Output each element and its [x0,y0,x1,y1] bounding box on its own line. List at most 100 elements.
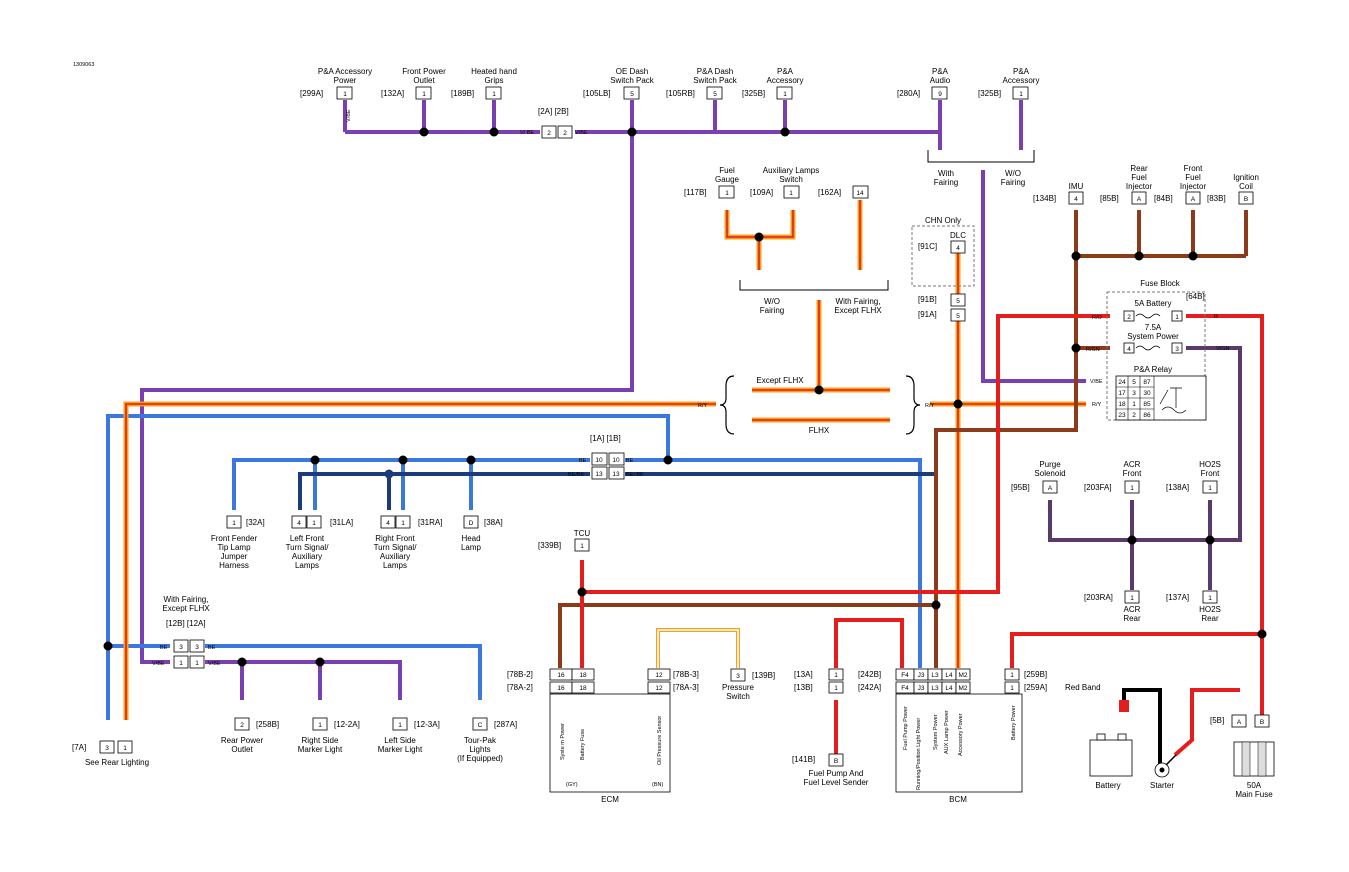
svg-text:V/BE: V/BE [152,661,165,667]
svg-text:5: 5 [956,298,960,305]
svg-text:BCM: BCM [949,795,967,804]
svg-text:Fuse Block: Fuse Block [1140,279,1181,288]
svg-text:Fuel: Fuel [719,166,735,175]
svg-text:1: 1 [580,543,584,550]
svg-text:3: 3 [195,644,199,651]
conn-fuel-gauge: Fuel Gauge [117B] 1 [684,166,740,199]
svg-text:DLC: DLC [950,231,966,240]
svg-text:[12-3A]: [12-3A] [414,720,440,729]
starter: Starter [1150,754,1177,790]
svg-text:BE: BE [626,458,634,464]
svg-text:[78A-2]: [78A-2] [507,683,533,692]
conn-ho2s-rear: [137A] 1 HO2S Rear [1166,590,1221,623]
svg-text:TCU: TCU [574,529,591,538]
svg-text:Except FLHX: Except FLHX [162,604,210,613]
svg-text:BE: BE [579,458,587,464]
svg-text:Left Front: Left Front [290,534,325,543]
svg-text:Gauge: Gauge [715,175,740,184]
svg-text:Coil: Coil [1239,182,1253,191]
wo-fairing-label: W/O [1005,169,1021,178]
svg-text:[339B]: [339B] [538,541,561,550]
svg-text:Right Side: Right Side [302,736,339,745]
svg-text:[287A]: [287A] [494,720,517,729]
svg-text:Fuel Pump And: Fuel Pump And [809,769,864,778]
svg-text:Auxiliary: Auxiliary [292,552,322,561]
svg-text:Rear: Rear [1201,614,1219,623]
svg-text:Fuel: Fuel [1131,173,1147,182]
svg-text:Lamps: Lamps [383,561,407,570]
svg-text:R/O: R/O [1092,315,1103,321]
svg-text:5: 5 [1132,379,1136,386]
svg-text:[242A]: [242A] [858,683,881,692]
red-wires [580,314,1264,757]
svg-text:24: 24 [1118,379,1126,386]
svg-text:[78B-3]: [78B-3] [673,670,699,679]
svg-text:Turn Signal/: Turn Signal/ [374,543,418,552]
svg-text:1: 1 [1130,485,1134,492]
svg-text:Power: Power [334,76,357,85]
svg-text:Harness: Harness [219,561,249,570]
splice-points [103,127,1267,667]
svg-text:3: 3 [1132,390,1136,397]
svg-text:Fairing: Fairing [1001,178,1025,187]
svg-text:Switch Pack: Switch Pack [693,76,738,85]
conn-rear-lighting: [7A] 3 1 See Rear Lighting [72,740,149,767]
svg-text:17: 17 [1118,390,1126,397]
svg-text:[84B]: [84B] [1154,194,1173,203]
svg-text:1: 1 [1019,91,1023,98]
svg-text:85: 85 [1143,401,1151,408]
svg-text:Left Side: Left Side [384,736,416,745]
conn-rear-power-outlet: 2 [258B] Rear Power Outlet [221,717,279,754]
conn-left-front-turn-signal: 4 1 [31LA] Left Front Turn Signal/ Auxil… [286,515,353,570]
svg-text:Lights: Lights [469,745,490,754]
svg-text:Solenoid: Solenoid [1034,469,1065,478]
bcm-module: BCM [242B] [242A] F4 J3 L3 L4 M2 F4 J3 L… [858,668,1047,804]
svg-text:B: B [834,758,838,765]
conn-front-fuel-injector: Front Fuel Injector [84B] A [1154,164,1206,205]
svg-text:13: 13 [612,471,620,478]
svg-text:IMU: IMU [1069,182,1084,191]
svg-text:V/ BE: V/ BE [520,130,534,136]
svg-text:Pressure: Pressure [722,683,755,692]
svg-text:System Power: System Power [1127,332,1179,341]
conn-purge-solenoid: Purge Solenoid [95B] A [1011,460,1066,494]
svg-text:1: 1 [401,520,405,527]
conn-pa-accessory-power: P&A Accessory Power [299A] 1 V/BE [300,67,372,122]
svg-text:BE/ BK: BE/ BK [626,472,644,478]
svg-text:Rear: Rear [1130,164,1148,173]
svg-text:12: 12 [655,685,663,692]
svg-text:87: 87 [1143,379,1151,386]
svg-text:1: 1 [343,91,347,98]
svg-text:Tip Lamp: Tip Lamp [217,543,251,552]
conn-head-lamp: D [38A] Head Lamp [461,515,503,552]
svg-text:18: 18 [579,685,587,692]
svg-text:1: 1 [789,190,793,197]
svg-text:Fairing: Fairing [760,306,784,315]
svg-text:Accessory: Accessory [767,76,804,85]
svg-text:P&A Dash: P&A Dash [697,67,733,76]
svg-text:1: 1 [398,722,402,729]
svg-text:P&A: P&A [1013,67,1030,76]
svg-text:[117B]: [117B] [684,188,707,197]
svg-text:R: R [1214,314,1218,320]
conn-acr-rear: [203RA] 1 ACR Rear [1084,590,1141,623]
conn-162a: [162A] 14 [818,185,869,199]
svg-text:R/Y: R/Y [925,403,935,409]
svg-text:[5B]: [5B] [1210,716,1224,725]
svg-text:Right Front: Right Front [375,534,415,543]
svg-text:Injector: Injector [1126,182,1153,191]
svg-text:System Power: System Power [933,714,939,750]
conn-front-fender-tip-lamp: 1 [32A] Front Fender Tip Lamp Jumper Har… [211,515,265,570]
svg-text:4: 4 [297,520,301,527]
svg-text:[325B]: [325B] [978,89,1001,98]
brace-left [719,375,735,435]
svg-text:R/Y: R/Y [698,403,708,409]
conn-left-side-marker: 1 [12-3A] Left Side Marker Light [378,717,440,754]
svg-text:18: 18 [1118,401,1126,408]
svg-text:[203FA]: [203FA] [1084,483,1112,492]
with-fairing-label: With [938,169,954,178]
svg-text:12: 12 [655,672,663,679]
navy-bebk-wires [298,472,938,668]
svg-text:2: 2 [240,722,244,729]
